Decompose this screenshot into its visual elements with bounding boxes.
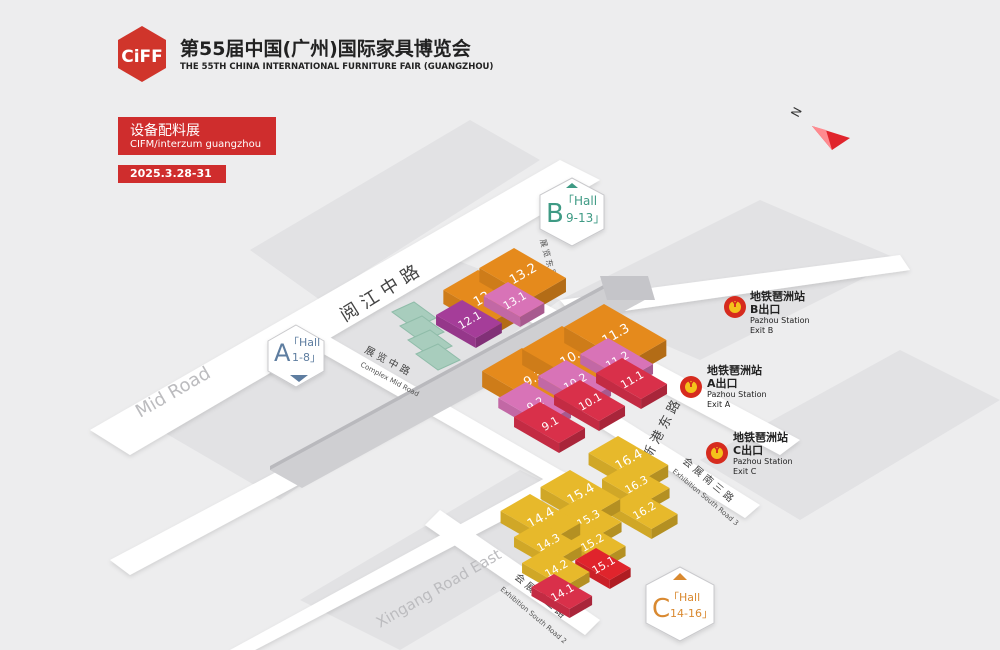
hall-roof bbox=[479, 248, 566, 298]
hall-roof bbox=[602, 464, 670, 503]
event-date-badge: 2025.3.28-31 bbox=[118, 165, 226, 183]
hall-wall-left bbox=[436, 315, 476, 348]
hall-wall-left bbox=[483, 296, 521, 327]
hall-block-9-1[interactable]: 9.1 bbox=[514, 402, 586, 453]
hall-roof bbox=[575, 548, 631, 580]
station-a-exit-zh: A出口 bbox=[707, 377, 738, 390]
hall-roof bbox=[540, 470, 621, 516]
hall-wall-right bbox=[609, 568, 631, 589]
hall-marker-c-letter: C bbox=[652, 594, 670, 624]
hall-wall-right bbox=[599, 406, 626, 431]
hall-wall-left bbox=[610, 505, 652, 539]
hall-marker-a-arrow bbox=[290, 375, 308, 382]
hall-roof bbox=[522, 548, 590, 587]
hall-wall-left bbox=[531, 587, 570, 618]
metro-b-icon: Y bbox=[724, 296, 746, 318]
hall-block-10-1[interactable]: 10.1 bbox=[554, 380, 626, 431]
hall-wall-right bbox=[475, 323, 502, 348]
hall-wall-left bbox=[554, 395, 600, 431]
hall-wall-right bbox=[651, 514, 678, 539]
compass-label: N bbox=[788, 105, 805, 120]
title-en: THE 55TH CHINA INTERNATIONAL FURNITURE F… bbox=[180, 62, 494, 72]
event-date: 2025.3.28-31 bbox=[130, 167, 212, 180]
hall-block-15-1[interactable]: 15.1 bbox=[575, 548, 631, 589]
road-xingang-lower bbox=[230, 470, 580, 650]
hall-wall-left bbox=[596, 373, 642, 409]
road-xingang-east bbox=[560, 255, 910, 318]
hall-roof bbox=[500, 494, 581, 540]
hall-marker-c-word: 「Hall bbox=[668, 591, 700, 604]
hall-roof bbox=[588, 436, 669, 482]
hall-marker-a-letter: A bbox=[274, 339, 291, 367]
hall-marker-a-range: 1-8」 bbox=[292, 351, 321, 364]
hall-block-13-1[interactable]: 13.1 bbox=[483, 282, 545, 327]
event-name-en: CIFM/interzum guangzhou bbox=[130, 139, 262, 150]
hall-roof bbox=[531, 574, 593, 609]
hall-marker-b-letter: B bbox=[546, 199, 564, 229]
station-c-en: Pazhou Station bbox=[733, 457, 793, 466]
logo-text: CiFF bbox=[121, 47, 163, 67]
hall-wall-left bbox=[514, 417, 560, 453]
hall-block-12-1[interactable]: 12.1 bbox=[436, 300, 502, 348]
station-b-zh: 地铁琶洲站 bbox=[750, 290, 805, 303]
hall-wall-right bbox=[520, 303, 545, 327]
hall-roof bbox=[436, 300, 502, 338]
event-name-zh: 设备配料展 bbox=[130, 123, 200, 139]
hall-roof bbox=[610, 490, 678, 529]
hall-wall-right bbox=[641, 384, 668, 409]
hall-marker-b[interactable]: B 「Hall 9-13」 bbox=[539, 177, 605, 247]
header: CiFF 第55届中国(广州)国际家具博览会 THE 55TH CHINA IN… bbox=[114, 26, 534, 86]
metro-c-icon: Y bbox=[706, 442, 728, 464]
station-b-exit-zh: B出口 bbox=[750, 303, 781, 316]
halls-layer: 12.213.212.113.19.310.311.39.210.211.29.… bbox=[436, 248, 678, 618]
hall-marker-b-arrow bbox=[566, 183, 578, 188]
hall-roof bbox=[514, 522, 582, 561]
hall-roof bbox=[554, 380, 626, 421]
metro-a-icon: Y bbox=[680, 376, 702, 398]
station-c-zh: 地铁琶洲站 bbox=[733, 431, 788, 444]
greenery bbox=[391, 301, 461, 371]
hall-marker-b-word: 「Hall bbox=[562, 194, 597, 208]
hall-roof bbox=[554, 498, 622, 537]
station-exit-b[interactable]: 地铁琶洲站 B出口 Pazhou Station Exit B bbox=[750, 290, 810, 336]
event-name-badge: 设备配料展 CIFM/interzum guangzhou bbox=[118, 117, 276, 155]
station-b-exit-en: Exit B bbox=[750, 326, 774, 335]
compass: N bbox=[788, 105, 850, 150]
station-a-exit-en: Exit A bbox=[707, 400, 731, 409]
hall-marker-c-arrow bbox=[673, 573, 687, 580]
hall-marker-a[interactable]: A 「Hall 1-8」 bbox=[267, 324, 325, 388]
hall-marker-b-range: 9-13」 bbox=[566, 211, 605, 225]
station-b-en: Pazhou Station bbox=[750, 316, 810, 325]
station-exit-a[interactable]: 地铁琶洲站 A出口 Pazhou Station Exit A bbox=[707, 364, 767, 410]
hall-roof bbox=[564, 304, 667, 363]
hall-block-16-2[interactable]: 16.2 bbox=[610, 490, 678, 539]
hall-marker-c-range: 14-16」 bbox=[670, 607, 713, 620]
hall-wall-right bbox=[559, 428, 586, 453]
station-c-exit-zh: C出口 bbox=[733, 444, 764, 457]
hall-marker-a-word: 「Hall bbox=[288, 336, 320, 349]
road-yuejiang bbox=[90, 160, 600, 455]
hall-roof bbox=[514, 402, 586, 443]
hall-roof bbox=[483, 282, 545, 317]
ciff-logo: CiFF bbox=[118, 26, 166, 82]
road-south3 bbox=[585, 405, 760, 518]
hall-wall-left bbox=[575, 560, 610, 589]
station-a-zh: 地铁琶洲站 bbox=[707, 364, 762, 377]
title-zh: 第55届中国(广州)国际家具博览会 bbox=[180, 38, 471, 60]
hall-marker-c[interactable]: C 「Hall 14-16」 bbox=[645, 566, 715, 642]
hall-wall-right bbox=[569, 596, 593, 618]
station-c-exit-en: Exit C bbox=[733, 467, 757, 476]
hall-block-11-1[interactable]: 11.1 bbox=[596, 358, 668, 409]
station-a-en: Pazhou Station bbox=[707, 390, 767, 399]
station-exit-c[interactable]: 地铁琶洲站 C出口 Pazhou Station Exit C bbox=[733, 431, 793, 477]
hall-block-14-1[interactable]: 14.1 bbox=[531, 574, 593, 618]
hall-roof bbox=[596, 358, 668, 399]
